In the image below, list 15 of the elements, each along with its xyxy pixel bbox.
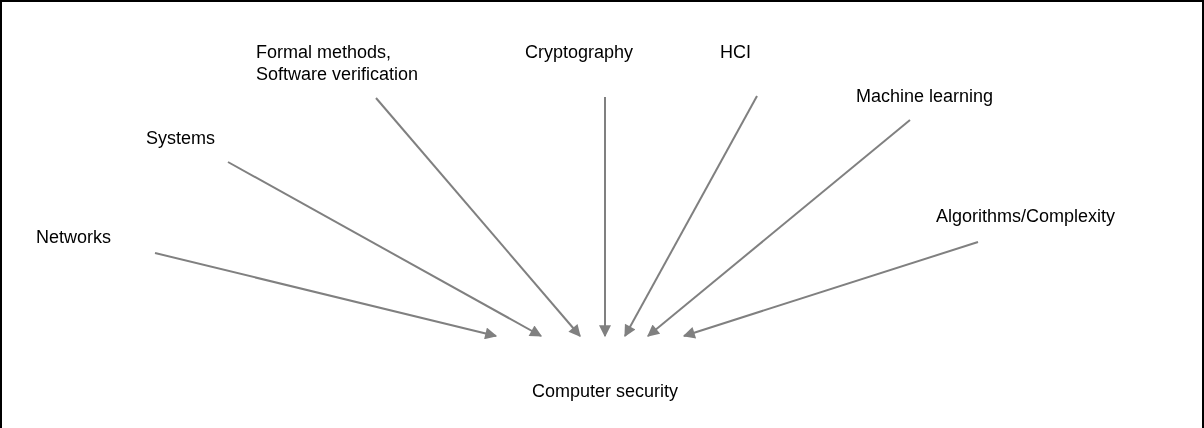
arrow — [227, 161, 543, 337]
arrow — [599, 96, 611, 338]
node-label: Algorithms/Complexity — [936, 205, 1117, 227]
node-label: Machine learning — [856, 85, 995, 107]
node-label: Cryptography — [525, 41, 635, 63]
node-label: Networks — [36, 226, 112, 248]
arrow — [154, 252, 498, 340]
arrow — [375, 97, 581, 337]
node-label: HCI — [720, 41, 752, 63]
node-label: Computer security — [531, 380, 679, 402]
node-label: Systems — [146, 127, 216, 149]
arrow — [647, 119, 911, 337]
node-label: Formal methods, Software verification — [256, 41, 420, 85]
arrow — [624, 95, 758, 338]
arrow — [682, 241, 979, 339]
